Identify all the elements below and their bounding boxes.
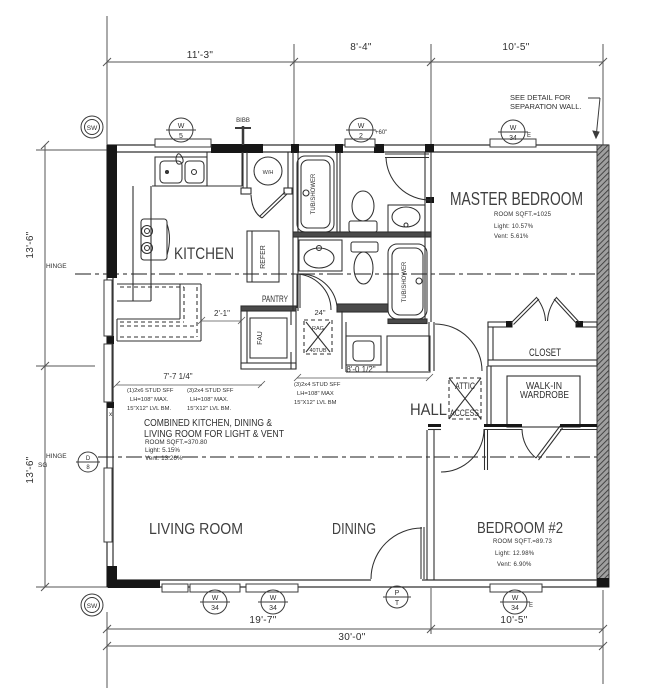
svg-text:8: 8 <box>86 465 90 471</box>
svg-text:ACCESS: ACCESS <box>450 408 479 418</box>
svg-text:Vent: 6.90%: Vent: 6.90% <box>497 562 532 568</box>
svg-text:MASTER BEDROOM: MASTER BEDROOM <box>450 188 583 209</box>
svg-text:(3)2x4 STUD SFF: (3)2x4 STUD SFF <box>294 382 341 388</box>
svg-text:HINGE: HINGE <box>46 453 67 460</box>
svg-text:HINGE: HINGE <box>46 263 67 270</box>
svg-text:ATTIC: ATTIC <box>455 381 475 391</box>
svg-text:30'-0": 30'-0" <box>338 632 365 643</box>
svg-text:15"X12" LVL BM.: 15"X12" LVL BM. <box>127 406 171 412</box>
svg-text:RAG: RAG <box>312 326 324 332</box>
svg-text:11'-3": 11'-3" <box>187 50 214 61</box>
svg-text:LH=108" MAX.: LH=108" MAX. <box>190 397 229 403</box>
svg-text:15"X12" LVL BM.: 15"X12" LVL BM. <box>187 406 231 412</box>
svg-text:Light: 12.98%: Light: 12.98% <box>495 551 535 557</box>
svg-text:P: P <box>395 590 400 597</box>
svg-text:LIVING ROOM: LIVING ROOM <box>149 521 243 538</box>
svg-text:2'-1": 2'-1" <box>214 309 230 318</box>
svg-text:2: 2 <box>359 133 363 140</box>
svg-text:BEDROOM #2: BEDROOM #2 <box>477 520 563 537</box>
svg-text:13'-6": 13'-6" <box>25 231 36 258</box>
svg-text:7'-7 1/4": 7'-7 1/4" <box>163 372 192 381</box>
svg-text:DINING: DINING <box>332 521 376 538</box>
svg-text:E: E <box>529 603 533 609</box>
svg-text:34: 34 <box>211 605 219 612</box>
svg-text:5: 5 <box>179 133 183 140</box>
svg-text:SW: SW <box>87 125 98 132</box>
svg-text:WALK-IN: WALK-IN <box>526 381 562 392</box>
svg-text:T: T <box>395 600 400 607</box>
svg-text:+60": +60" <box>375 130 387 136</box>
svg-text:COMBINED KITCHEN, DINING &: COMBINED KITCHEN, DINING & <box>144 418 272 429</box>
svg-text:40TUB: 40TUB <box>309 348 326 354</box>
svg-text:TUB/SHOWER: TUB/SHOWER <box>311 173 317 214</box>
svg-text:19'-7": 19'-7" <box>249 615 276 626</box>
svg-text:Vent: 5.61%: Vent: 5.61% <box>494 234 529 240</box>
svg-text:34: 34 <box>269 605 277 612</box>
svg-text:TUB/SHOWER: TUB/SHOWER <box>402 261 408 302</box>
svg-text:W: W <box>212 595 219 602</box>
svg-text:W: W <box>358 123 365 130</box>
svg-text:W: W <box>510 125 517 132</box>
svg-text:10'-5": 10'-5" <box>500 615 527 626</box>
svg-text:8'-0 1/2": 8'-0 1/2" <box>346 365 375 374</box>
svg-text:10'-5": 10'-5" <box>502 42 529 53</box>
svg-text:SEE DETAIL FOR: SEE DETAIL FOR <box>510 93 571 102</box>
svg-text:15"X12" LVL BM: 15"X12" LVL BM <box>294 400 337 406</box>
svg-text:ROOM SQFT.=370.80: ROOM SQFT.=370.80 <box>145 439 208 446</box>
svg-text:D: D <box>86 456 91 462</box>
svg-text:FAU: FAU <box>257 331 264 345</box>
svg-text:W/H: W/H <box>263 170 274 176</box>
svg-text:34: 34 <box>511 605 519 612</box>
svg-text:BIBB: BIBB <box>236 118 250 124</box>
svg-text:SEPARATION WALL.: SEPARATION WALL. <box>510 102 582 111</box>
svg-text:LH=108" MAX.: LH=108" MAX. <box>130 397 169 403</box>
svg-text:SG: SG <box>38 462 47 469</box>
svg-text:13'-6": 13'-6" <box>25 456 36 483</box>
svg-text:Vent: 13.26%: Vent: 13.26% <box>145 455 183 462</box>
svg-text:Light: 10.57%: Light: 10.57% <box>494 224 534 230</box>
svg-text:W: W <box>178 123 185 130</box>
svg-text:CLOSET: CLOSET <box>529 347 561 359</box>
svg-text:HALL: HALL <box>410 401 447 419</box>
svg-text:8'-4": 8'-4" <box>350 42 372 53</box>
svg-text:W: W <box>270 595 277 602</box>
svg-text:E: E <box>527 133 531 139</box>
svg-text:x: x <box>109 411 113 418</box>
svg-text:PANTRY: PANTRY <box>262 294 288 305</box>
svg-text:REFER: REFER <box>260 245 267 269</box>
svg-text:KITCHEN: KITCHEN <box>174 244 234 263</box>
svg-text:(1)2x6 STUD SFF: (1)2x6 STUD SFF <box>127 388 174 394</box>
svg-text:LH=108" MAX: LH=108" MAX <box>297 391 334 397</box>
svg-text:34: 34 <box>509 135 517 142</box>
svg-text:W: W <box>512 595 519 602</box>
svg-text:LIVING ROOM FOR LIGHT & VENT: LIVING ROOM FOR LIGHT & VENT <box>144 429 284 440</box>
svg-text:(3)2x4 STUD SFF: (3)2x4 STUD SFF <box>187 388 234 394</box>
svg-text:ROOM SQFT.=1025: ROOM SQFT.=1025 <box>494 212 552 218</box>
svg-text:SW: SW <box>87 603 98 610</box>
svg-text:Light: 5.15%: Light: 5.15% <box>145 447 180 454</box>
svg-text:ROOM SQFT.=89.73: ROOM SQFT.=89.73 <box>493 539 553 545</box>
svg-text:24": 24" <box>314 308 325 317</box>
svg-text:WARDROBE: WARDROBE <box>520 390 569 401</box>
